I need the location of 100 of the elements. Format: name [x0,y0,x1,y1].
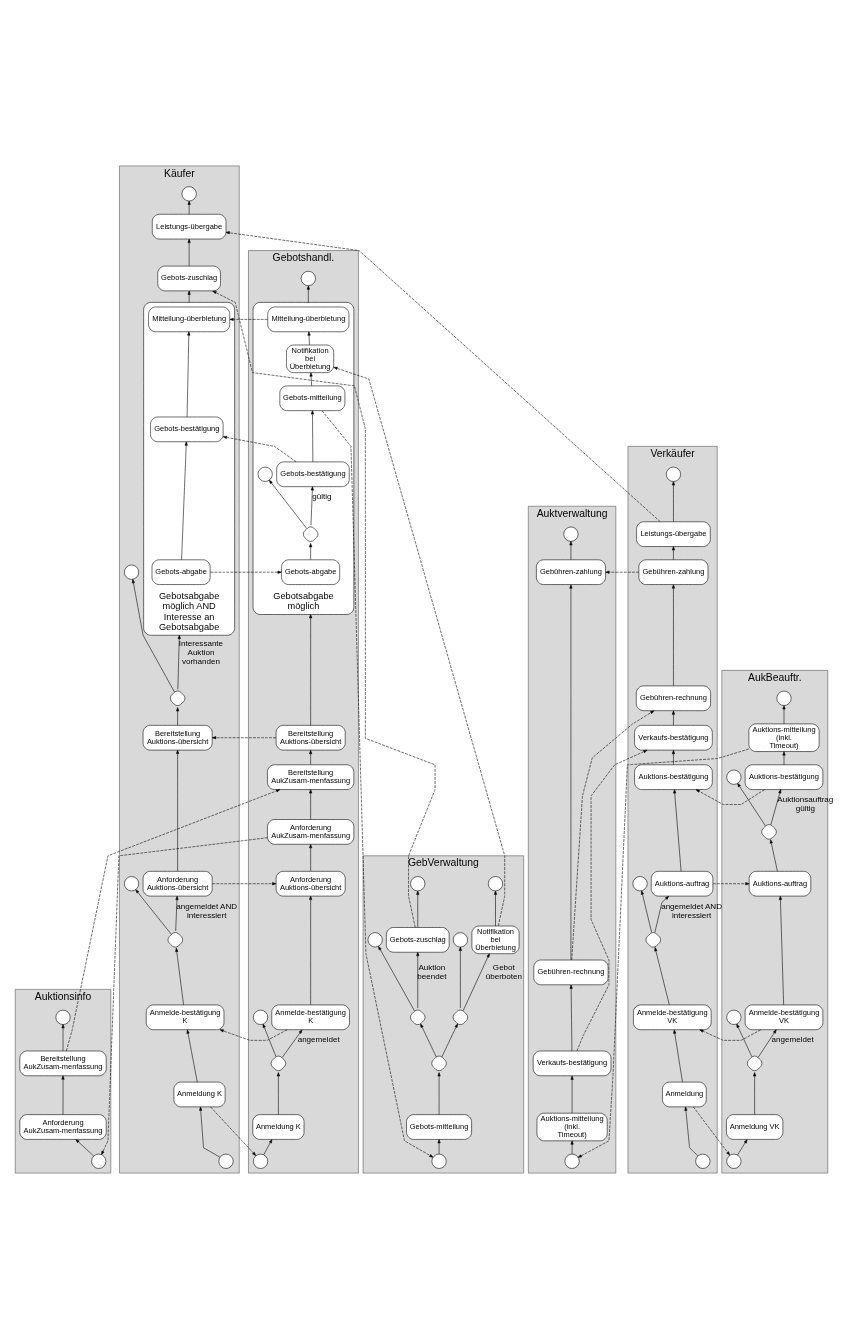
arrow [212,881,277,885]
arrow [131,578,175,692]
node-circle [726,1153,742,1169]
arrow [75,1138,94,1156]
node-diamond [747,1055,763,1071]
node-circle [55,1009,71,1025]
arrow [225,230,661,522]
arrow [684,1106,699,1156]
arrow [753,1071,757,1115]
arrow [309,788,313,820]
arrow [605,570,640,574]
arrow [736,1023,753,1057]
arrow [458,946,462,1008]
node-circle [218,1153,234,1169]
arrow [321,410,434,1158]
arrow [654,895,670,932]
arrow [441,1023,458,1057]
arrow [61,1075,65,1115]
node-diamond [645,931,661,947]
arrow [569,583,573,960]
arrow [782,750,786,765]
node-circle [300,270,316,286]
arrow [673,1029,683,1082]
arrow [61,1023,65,1051]
node-circle [253,1009,269,1025]
arrow [309,613,313,726]
arrow [437,1138,441,1154]
arrow [210,570,282,574]
arrow [212,735,277,739]
arrow [569,540,573,560]
node-circle [181,185,197,201]
arrow [222,435,297,462]
node-diamond [431,1055,447,1071]
arrow [210,1106,257,1156]
arrow [671,583,675,686]
arrow [175,895,179,931]
arrow [310,485,314,525]
arrow [494,890,497,926]
arrow [309,843,313,871]
arrow [737,782,766,826]
arrow [782,704,786,724]
node-circle [695,1153,711,1169]
node-circle [367,931,383,947]
arrow [307,331,311,345]
arrow [176,749,180,872]
arrow [695,788,765,805]
arrow [570,1140,574,1154]
arrow [770,788,782,825]
arrow [693,1106,730,1155]
arrow [577,748,750,1158]
arrow [378,945,415,1011]
arrow [219,1028,288,1041]
node-diamond [270,1055,286,1071]
arrow [229,317,268,321]
node-circle [488,875,503,891]
arrow [640,890,652,933]
arrow [269,479,308,529]
arrow [306,285,310,303]
node-circle [665,466,681,482]
arrow [309,749,313,765]
node-diamond [303,526,319,542]
arrow [671,710,675,726]
arrow [737,1138,748,1155]
arrow [311,409,314,462]
arrow [769,838,778,871]
arrow [699,1028,762,1041]
arrow [462,952,490,1011]
arrow [175,947,184,1005]
arrow [757,1029,777,1058]
arrow [571,710,655,960]
node-circle [410,875,426,891]
arrow [778,895,784,1005]
arrow [333,366,505,926]
arrow [181,441,188,560]
node-circle [124,564,140,580]
arrow [671,545,675,560]
arrow [570,1075,574,1113]
arrow [101,836,268,1155]
node-circle [776,690,792,706]
node-circle [726,1009,742,1025]
node-diamond [167,931,183,947]
arrow [309,542,313,560]
arrow [712,881,750,885]
arrow [186,331,191,417]
node-circle [564,1153,580,1169]
arrow [420,1023,437,1057]
arrow [177,634,181,689]
node-circle [632,875,648,891]
arrow [66,788,281,1051]
arrow [187,290,191,303]
arrow [654,946,670,1005]
arrow [309,895,313,1005]
arrow [416,951,420,1008]
arrow [176,706,180,726]
node-circle [452,931,468,947]
node-diamond [170,690,186,706]
arrow [281,1029,303,1058]
node-diamond [452,1009,468,1025]
arrow [569,984,573,1051]
node-circle [91,1153,107,1169]
